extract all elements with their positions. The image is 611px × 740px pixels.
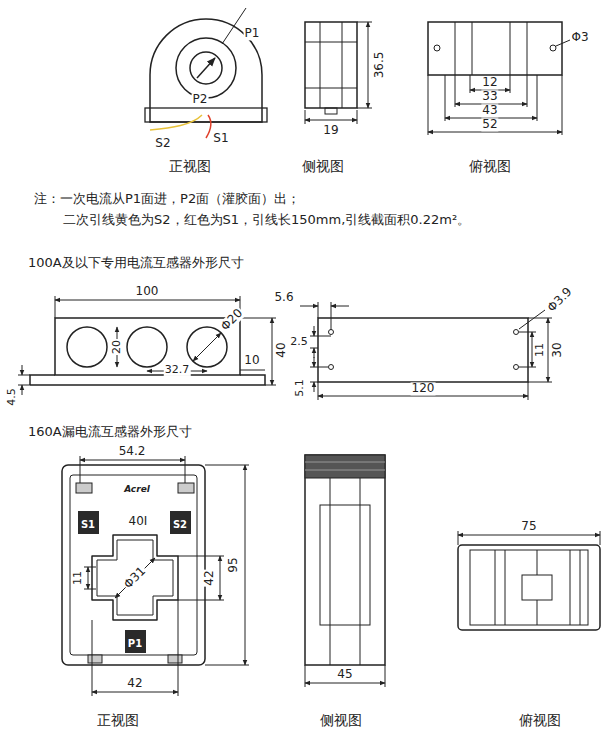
dimension: 30 [551,341,564,358]
terminal-name: P1 [128,639,142,649]
lead-name: S1 [212,132,229,145]
lead-name: S2 [154,137,171,150]
terminal-name: S2 [173,520,187,530]
dimension: 45 [336,668,353,681]
terminal-box: P1 [125,630,146,653]
dimension: 2.5 [289,336,309,348]
dimension: 54.2 [118,445,147,458]
dimension: 10 [243,354,260,367]
dimension: 43 [481,104,498,117]
dimension: 32.7 [164,364,191,376]
dimension: 11 [534,342,546,358]
brand-mark: Acrel [123,485,151,495]
dimension: Φ3.9 [545,285,576,316]
dimension: 19 [322,124,339,137]
dimension: 36.5 [373,51,386,80]
view-title: 侧视图 [301,159,345,174]
dimension: 120 [411,382,436,395]
dimension: 100 [135,285,160,298]
dimension: 12 [481,76,498,89]
terminal-box: S2 [170,511,191,534]
dimension: 42 [126,677,143,690]
dimension: 4.5 [6,387,18,407]
view-title: 侧视图 [319,713,363,728]
dimension: 42 [203,569,216,586]
section-heading: 160A漏电流互感器外形尺寸 [27,425,193,439]
dimension: 5.6 [273,291,294,304]
terminal-box: S1 [78,511,99,534]
dimension: 52 [481,118,498,131]
terminal-name: S1 [81,520,95,530]
dimension: Φ3 [570,31,589,44]
terminal-name: P2 [192,93,209,106]
dimension: 5.1 [294,378,306,398]
dimension: 33 [481,90,498,103]
note: 二次引线黄色为S2，红色为S1，引线长150mm,引线截面积0.22m²。 [62,213,471,227]
dimension: 40 [275,341,288,358]
dimension: 95 [227,556,240,573]
view-title: 正视图 [96,713,140,728]
view-title: 正视图 [168,159,212,174]
dimension: Φ20 [218,306,246,334]
view-title: 俯视图 [518,713,562,728]
dimension: 20 [111,339,123,355]
view-title: 俯视图 [468,159,512,174]
terminal-name: P1 [244,27,261,40]
dimension: 11 [72,570,84,586]
section-heading: 100A及以下专用电流互感器外形尺寸 [27,256,245,270]
note: 注：一次电流从P1面进，P2面（灌胶面）出； [33,192,301,206]
dimension: 75 [520,520,537,533]
dimension: Φ31 [121,564,149,592]
model-mark: 40I [128,515,149,528]
